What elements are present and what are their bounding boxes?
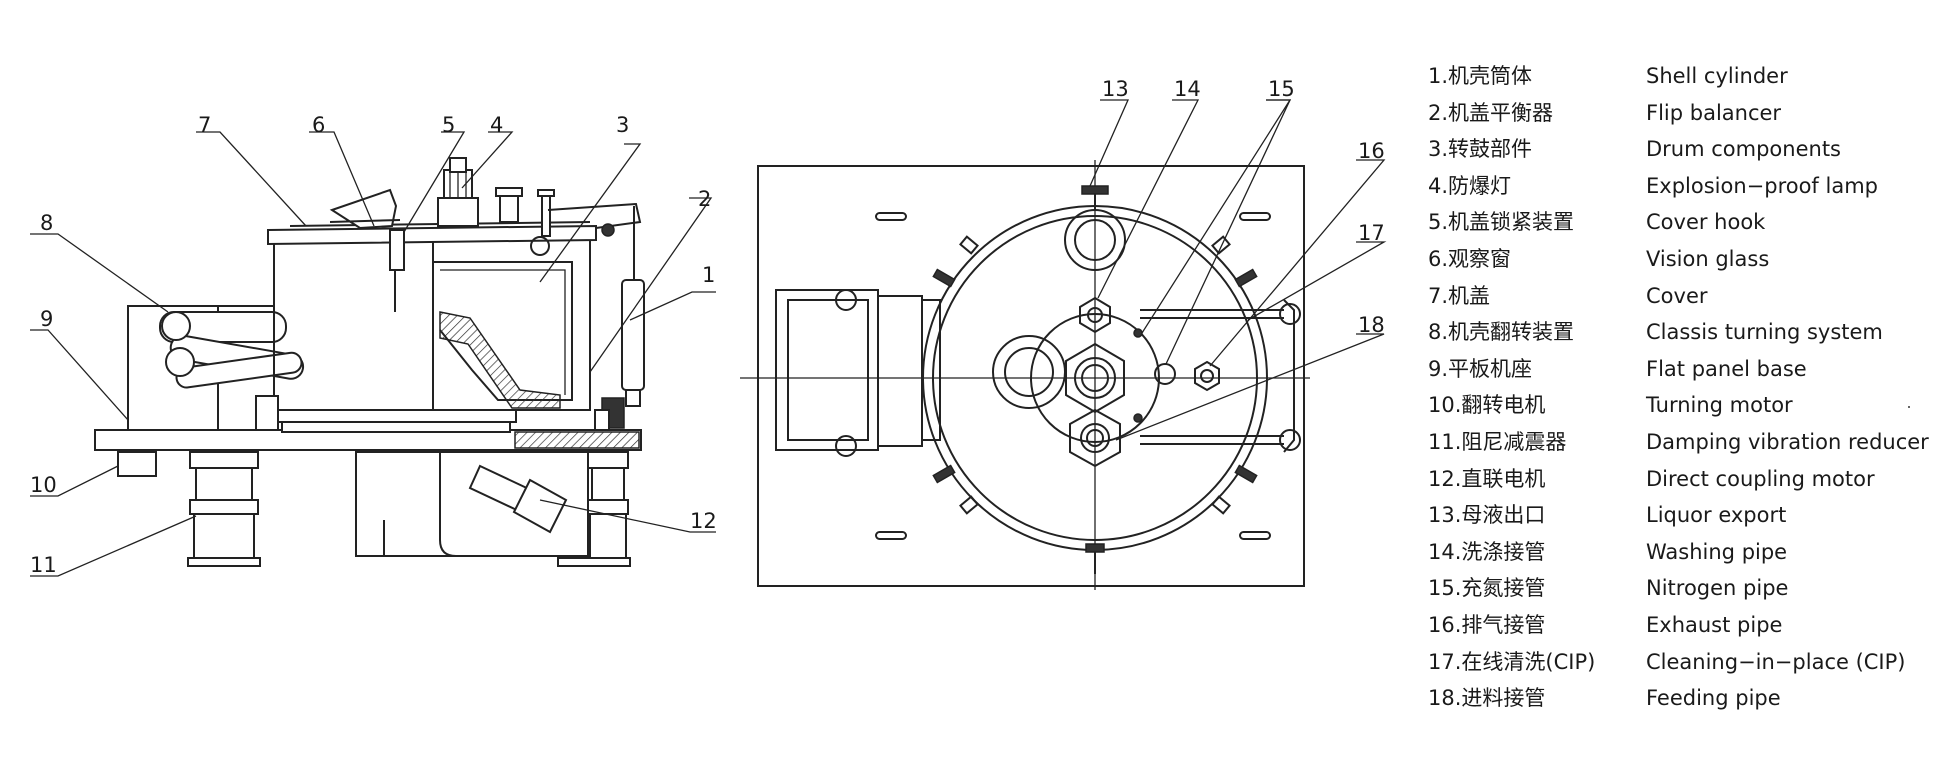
turning-device xyxy=(159,311,305,389)
callout-4: 4 xyxy=(490,113,503,137)
legend-label-en: Flip balancer xyxy=(1646,100,1782,125)
legend-label-cn: 9.平板机座 xyxy=(1428,356,1533,381)
legend-label-en: Flat panel base xyxy=(1646,356,1807,381)
callout-numbers: 1 2 3 4 5 6 7 8 9 10 11 12 13 14 15 16 1… xyxy=(30,77,1385,577)
damper-right xyxy=(557,451,631,567)
callout-15: 15 xyxy=(1268,77,1295,101)
legend-label-cn: 16.排气接管 xyxy=(1428,612,1546,637)
callout-7: 7 xyxy=(198,113,211,137)
callout-8: 8 xyxy=(40,211,53,235)
legend-label-cn: 3.转鼓部件 xyxy=(1428,137,1533,162)
legend-label-cn: 2.机盖平衡器 xyxy=(1428,100,1554,125)
legend-label-en: Exhaust pipe xyxy=(1646,612,1783,637)
legend-label-cn: 15.充氮接管 xyxy=(1428,576,1546,601)
legend-label-cn: 8.机壳翻转装置 xyxy=(1428,320,1575,345)
legend-label-en: Feeding pipe xyxy=(1646,686,1781,711)
callout-3: 3 xyxy=(616,113,629,137)
leader-lines xyxy=(30,99,1387,577)
legend-label-en: Cover xyxy=(1646,283,1708,308)
legend-label-en: Nitrogen pipe xyxy=(1646,576,1789,601)
callout-2: 2 xyxy=(698,187,711,211)
legend-label-en: Washing pipe xyxy=(1646,539,1788,564)
rim-clamps xyxy=(932,235,1258,515)
legend-label-en: Explosion−proof lamp xyxy=(1646,173,1878,198)
callout-17: 17 xyxy=(1358,221,1385,245)
callout-18: 18 xyxy=(1358,313,1385,337)
legend-label-en: Turning motor xyxy=(1646,393,1793,418)
callout-9: 9 xyxy=(40,307,53,331)
legend-label-en: Vision glass xyxy=(1646,246,1770,271)
callout-6: 6 xyxy=(312,113,325,137)
top-view xyxy=(740,160,1310,590)
side-view xyxy=(94,157,645,567)
legend-label-cn: 10.翻转电机 xyxy=(1428,393,1546,418)
legend-label-en: Cleaning−in−place (CIP) xyxy=(1646,649,1906,674)
legend-label-cn: 13.母液出口 xyxy=(1428,503,1546,528)
callout-5: 5 xyxy=(442,113,455,137)
legend-label-cn: 14.洗涤接管 xyxy=(1428,539,1546,564)
legend-label-cn: 4.防爆灯 xyxy=(1428,173,1512,198)
callout-14: 14 xyxy=(1174,77,1201,101)
damper-left xyxy=(187,451,261,567)
legend-label-cn: 5.机盖锁紧装置 xyxy=(1428,210,1575,235)
legend-label-en: Liquor export xyxy=(1646,503,1787,528)
legend-label-en: Classis turning system xyxy=(1646,320,1883,345)
stray-dot xyxy=(1908,406,1910,408)
legend-label-cn: 11.阻尼减震器 xyxy=(1428,429,1567,454)
callout-10: 10 xyxy=(30,473,57,497)
callout-11: 11 xyxy=(30,553,57,577)
legend-label-cn: 1.机壳筒体 xyxy=(1428,64,1533,88)
legend-label-en: Direct coupling motor xyxy=(1646,466,1875,491)
legend-label-en: Damping vibration reducer xyxy=(1646,429,1929,454)
legend-label-en: Cover hook xyxy=(1646,210,1766,235)
legend-label-cn: 17.在线清洗(CIP) xyxy=(1428,649,1596,674)
callout-13: 13 xyxy=(1102,77,1129,101)
callout-1: 1 xyxy=(702,263,715,287)
legend-label-cn: 18.进料接管 xyxy=(1428,686,1546,711)
legend-label-cn: 12.直联电机 xyxy=(1428,466,1546,491)
callout-12: 12 xyxy=(690,509,717,533)
feed-pipe-angled xyxy=(468,464,568,534)
legend-label-en: Shell cylinder xyxy=(1646,64,1788,88)
legend-label-cn: 6.观察窗 xyxy=(1428,246,1512,271)
legend-label-en: Drum components xyxy=(1646,137,1841,162)
callout-16: 16 xyxy=(1358,139,1385,163)
legend-label-cn: 7.机盖 xyxy=(1428,283,1491,308)
explosion-proof-lamp xyxy=(437,157,479,227)
